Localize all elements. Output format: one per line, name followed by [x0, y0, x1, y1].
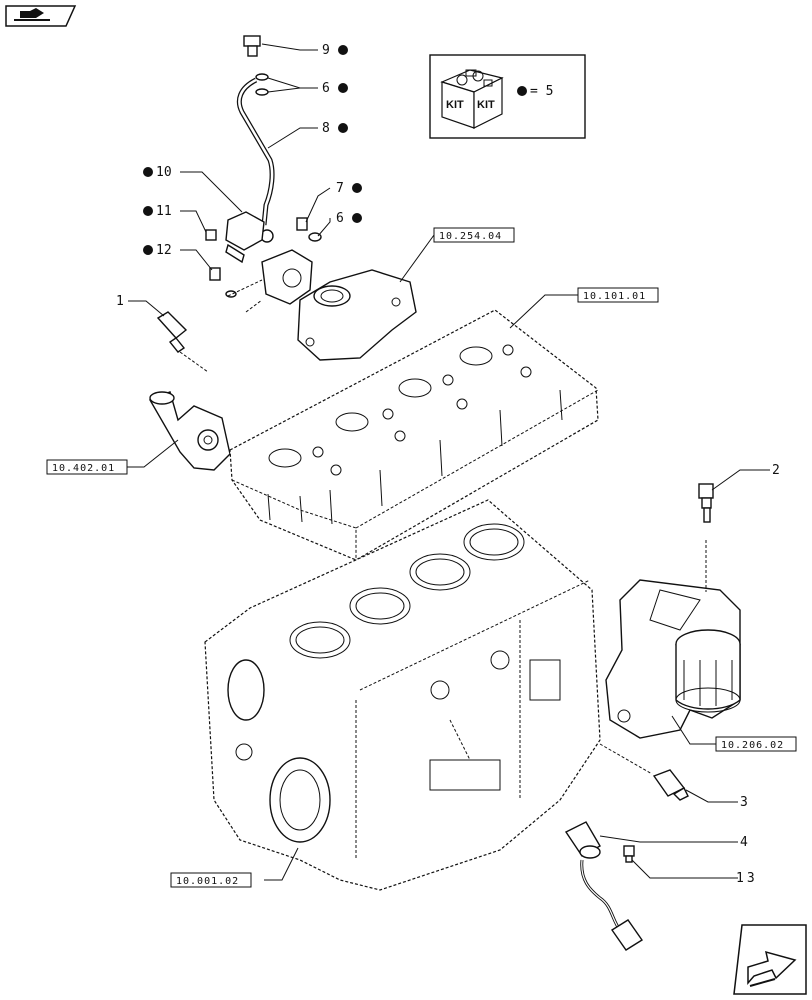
kit-dot-marker — [338, 45, 348, 55]
kit-dot-marker — [352, 213, 362, 223]
callout-7[interactable]: 7 — [336, 181, 362, 196]
callout-label: 7 — [336, 181, 344, 196]
reference-label: 10.101.01 — [583, 291, 646, 302]
water-pump — [148, 391, 231, 471]
kit-label-left: KIT — [446, 99, 464, 111]
callout-6-lower[interactable]: 6 — [336, 211, 362, 226]
callout-label: 12 — [156, 243, 172, 258]
callout-2[interactable]: 2 — [772, 463, 780, 478]
callout-3[interactable]: 3 — [740, 795, 748, 810]
callout-12[interactable]: 12 — [143, 243, 172, 258]
callout-11[interactable]: 11 — [143, 204, 172, 219]
callout-label: 8 — [322, 121, 330, 136]
sensor-3 — [599, 743, 689, 801]
kit-dot-marker — [352, 183, 362, 193]
kit-dot-marker — [143, 245, 153, 255]
callout-label: 6 — [336, 211, 344, 226]
kit-dot-marker — [143, 167, 153, 177]
kit-equals-text: = 5 — [530, 84, 553, 99]
kit-dot-marker — [338, 83, 348, 93]
kit-legend: KIT KIT = 5 — [429, 54, 586, 139]
callout-label: 4 — [740, 835, 748, 850]
callout-13[interactable]: 13 — [736, 871, 758, 886]
callout-8[interactable]: 8 — [322, 121, 348, 136]
callout-6[interactable]: 6 — [322, 81, 348, 96]
callout-label: 3 — [740, 795, 748, 810]
cylinder-head — [229, 309, 599, 561]
callout-label: 9 — [322, 43, 330, 58]
reference-label: 10.254.04 — [439, 231, 502, 242]
reference-10-101-01[interactable]: 10.101.01 — [577, 287, 659, 303]
next-page-arrow-icon[interactable] — [733, 924, 807, 995]
oil-filter-housing — [605, 540, 741, 739]
callout-1[interactable]: 1 — [116, 294, 124, 309]
kit-dot-marker — [143, 206, 153, 216]
engine-block — [204, 499, 601, 891]
callout-4[interactable]: 4 — [740, 835, 748, 850]
callout-label: 10 — [156, 165, 172, 180]
temperature-sensor-1 — [156, 311, 209, 373]
kit-label-right: KIT — [477, 99, 495, 111]
thermostat-housing — [297, 269, 417, 361]
reference-10-402-01[interactable]: 10.402.01 — [46, 459, 128, 475]
callout-9[interactable]: 9 — [322, 43, 348, 58]
kit-dot-marker — [517, 86, 527, 96]
callout-label: 11 — [156, 204, 172, 219]
reference-label: 10.206.02 — [721, 740, 784, 751]
reference-10-206-02[interactable]: 10.206.02 — [715, 736, 797, 752]
callout-label: 1 — [116, 294, 124, 309]
kit-dot-marker — [338, 123, 348, 133]
reference-label: 10.001.02 — [176, 876, 239, 887]
reference-10-254-04[interactable]: 10.254.04 — [433, 227, 515, 243]
reference-10-001-02[interactable]: 10.001.02 — [170, 872, 252, 888]
callout-label: 6 — [322, 81, 330, 96]
kit-box-icon: KIT KIT — [440, 69, 504, 129]
reference-label: 10.402.01 — [52, 463, 115, 474]
callout-label: 13 — [736, 871, 758, 886]
speed-sensor-4 — [564, 821, 643, 951]
callout-10[interactable]: 10 — [143, 165, 172, 180]
injector-assembly — [205, 35, 322, 313]
leader-lines — [127, 43, 770, 881]
oil-pressure-sensor-2 — [698, 483, 714, 523]
book-arrow-icon[interactable] — [5, 5, 77, 27]
callout-label: 2 — [772, 463, 780, 478]
